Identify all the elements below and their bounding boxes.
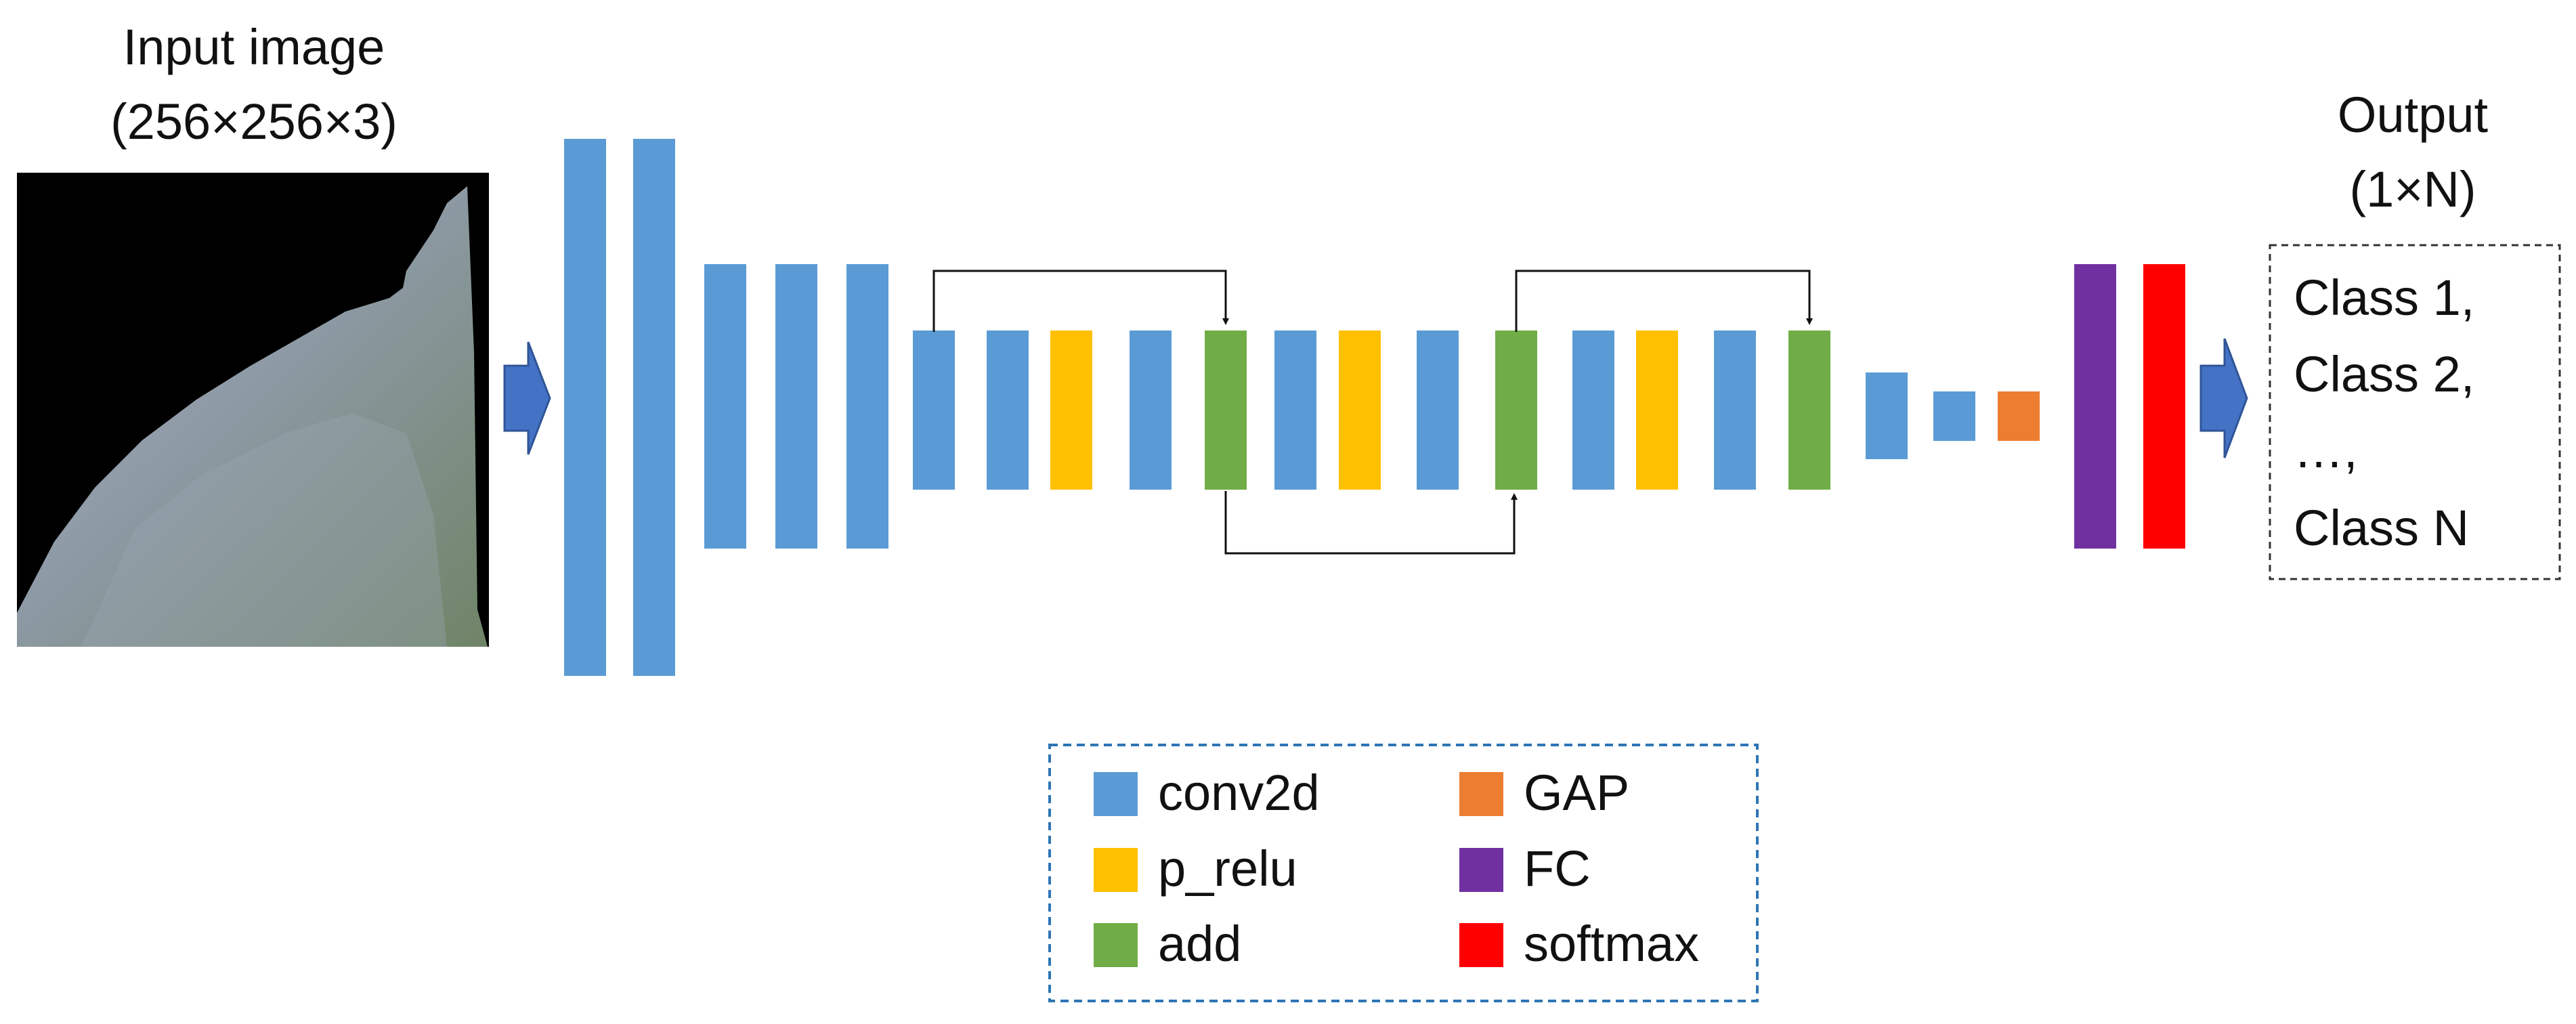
- leaf-shading: [81, 413, 447, 647]
- layer-add: [1788, 330, 1830, 490]
- output-class-1: Class 1,: [2294, 270, 2474, 326]
- output-class-2: Class 2,: [2294, 346, 2474, 402]
- layer-conv2d: [564, 139, 606, 676]
- layer-add: [1495, 330, 1537, 490]
- layer-FC: [2074, 264, 2116, 549]
- skip-connection-1: [932, 270, 1229, 332]
- layer-conv2d: [1714, 330, 1756, 490]
- layer-conv2d: [1130, 330, 1172, 490]
- legend-swatch-FC: [1459, 848, 1503, 892]
- input-arrow-icon: [503, 341, 551, 455]
- input-title-line2: (256×256×3): [110, 93, 398, 150]
- layer-p-relu: [1050, 330, 1092, 490]
- legend-swatch-GAP: [1459, 772, 1503, 816]
- legend-label-p-relu: p_relu: [1158, 840, 1297, 897]
- output-class-ellipsis: …,: [2294, 422, 2358, 478]
- input-image: [17, 173, 489, 647]
- layer-conv2d: [1866, 372, 1908, 459]
- output-title-line2: (1×N): [2349, 161, 2476, 217]
- legend-label-softmax: softmax: [1524, 916, 1699, 972]
- layer-conv2d: [633, 139, 675, 676]
- network-layers: [564, 139, 2185, 676]
- legend-label-GAP: GAP: [1524, 765, 1629, 821]
- input-title-line1: Input image: [123, 19, 385, 75]
- layer-p-relu: [1636, 330, 1678, 490]
- layer-conv2d: [1274, 330, 1316, 490]
- skip-connection-2: [1224, 491, 1518, 555]
- leaf-shape: [17, 186, 488, 647]
- legend-label-FC: FC: [1524, 840, 1591, 897]
- legend-swatch-conv2d: [1094, 772, 1138, 816]
- layer-conv2d: [775, 264, 817, 549]
- layer-p-relu: [1339, 330, 1381, 490]
- legend-label-conv2d: conv2d: [1158, 765, 1320, 821]
- layer-conv2d: [1417, 330, 1459, 490]
- skip-connections: [932, 270, 1813, 555]
- output-box: Class 1, Class 2, …, Class N: [2269, 244, 2561, 580]
- output-arrow-icon: [2199, 338, 2248, 458]
- legend-swatch-p-relu: [1094, 848, 1138, 892]
- layer-conv2d: [913, 330, 955, 490]
- output-class-n: Class N: [2294, 500, 2469, 556]
- output-box-border: [2269, 244, 2561, 580]
- layer-conv2d: [704, 264, 746, 549]
- layer-GAP: [1998, 391, 2040, 441]
- layer-conv2d: [1933, 391, 1975, 441]
- legend-swatch-add: [1094, 923, 1138, 967]
- layer-conv2d: [987, 330, 1029, 490]
- legend-swatch-softmax: [1459, 923, 1503, 967]
- layer-conv2d: [1572, 330, 1614, 490]
- layer-conv2d: [846, 264, 888, 549]
- legend-label-add: add: [1158, 916, 1241, 972]
- legend-border: [1048, 744, 1759, 1002]
- skip-connection-3: [1515, 270, 1813, 332]
- output-title-line1: Output: [2338, 87, 2489, 143]
- layer-add: [1205, 330, 1247, 490]
- layer-softmax: [2143, 264, 2185, 549]
